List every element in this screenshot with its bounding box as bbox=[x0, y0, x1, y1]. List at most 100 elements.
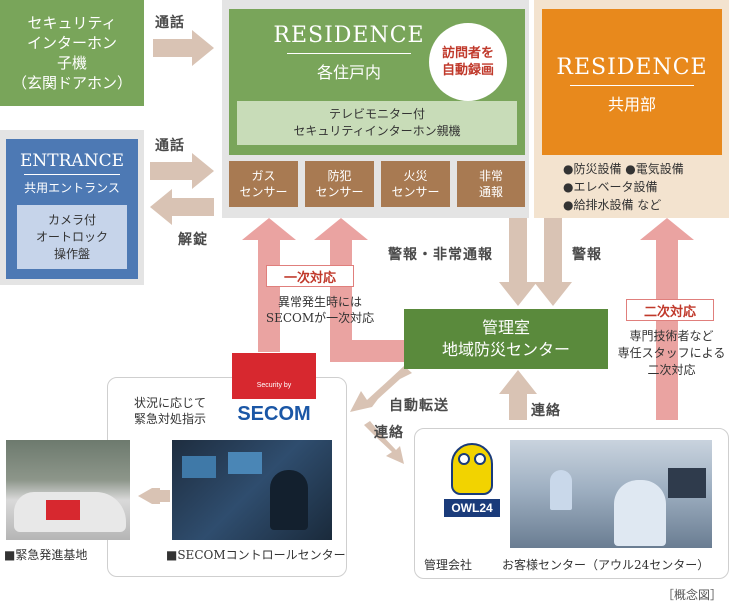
intercom-line-2: インターホン bbox=[26, 34, 117, 52]
base-caption: ■緊急発進基地 bbox=[4, 548, 88, 562]
equipment-item-1: ●防災設備 ●電気設備 bbox=[563, 162, 684, 176]
equipment-item-2: ●エレベータ設備 bbox=[563, 180, 658, 194]
sensor-gas-line-1: ガス bbox=[251, 169, 276, 183]
sensor-emergency-line-2: 通報 bbox=[478, 185, 503, 199]
control-center-photo bbox=[172, 440, 332, 540]
unlock-arrow bbox=[150, 189, 214, 225]
equipment-item-3: ●給排水設備 など bbox=[563, 198, 662, 212]
title-divider bbox=[287, 53, 411, 54]
entrance-subtitle: 共用エントランス bbox=[24, 181, 120, 195]
customer-center-photo bbox=[510, 440, 712, 548]
sensor-crime: 防犯 センサー bbox=[305, 161, 374, 207]
common-equipment-list: ●防災設備 ●電気設備 ●エレベータ設備 ●給排水設備 など bbox=[563, 160, 723, 214]
sensor-emergency: 非常 通報 bbox=[457, 161, 525, 207]
owl-logo: OWL24 bbox=[444, 443, 500, 523]
intercom-line-3: 子機 bbox=[56, 54, 87, 72]
badge-line-1: 訪問者を bbox=[441, 46, 494, 61]
concept-note: ［概念図］ bbox=[662, 588, 723, 602]
entrance-title-divider bbox=[24, 174, 120, 175]
residence-common-box: RESIDENCE 共用部 bbox=[542, 9, 722, 155]
sensor-fire: 火災 センサー bbox=[381, 161, 450, 207]
management-office-box: 管理室 地域防災センター bbox=[404, 309, 608, 369]
badge-line-2: 自動録画 bbox=[441, 63, 494, 78]
monitor-line-2: セキュリティインターホン親機 bbox=[293, 124, 461, 138]
owl-logo-text: OWL24 bbox=[444, 499, 500, 517]
monitor-box: テレビモニター付 セキュリティインターホン親機 bbox=[237, 101, 517, 145]
residence-unit-box: RESIDENCE 各住戸内 訪問者を 自動録画 テレビモニター付 セキュリティ… bbox=[229, 9, 525, 155]
sensor-fire-line-2: センサー bbox=[391, 185, 440, 199]
primary-response-desc: 異常発生時には SECOMが一次対応 bbox=[245, 294, 395, 326]
primary-response-tag: 一次対応 bbox=[266, 265, 354, 287]
monitor-line-1: テレビモニター付 bbox=[328, 107, 425, 121]
alarm-emergency-arrow bbox=[499, 218, 537, 306]
secom-logo-red: Security by bbox=[232, 353, 316, 399]
call-arrow-1 bbox=[153, 30, 214, 66]
owl-company-caption: 管理会社 bbox=[424, 558, 473, 572]
auto-record-badge: 訪問者を 自動録画 bbox=[429, 23, 507, 101]
owl-body bbox=[451, 443, 493, 495]
contact-label-1: 連絡 bbox=[374, 425, 404, 441]
control-caption: ■SECOMコントロールセンター bbox=[166, 548, 346, 562]
owl-center-caption: お客様センター（アウル24センター） bbox=[502, 558, 710, 572]
alarm-arrow bbox=[534, 218, 572, 306]
intercom-box: セキュリティ インターホン 子機 （玄関ドアホン） bbox=[0, 0, 144, 106]
car-red-hood bbox=[46, 500, 80, 520]
secondary-desc-line-2: 専任スタッフによる bbox=[617, 346, 726, 360]
sensor-emergency-line-1: 非常 bbox=[478, 169, 503, 183]
entrance-panel: カメラ付 オートロック 操作盤 bbox=[17, 205, 127, 269]
staff-figure-2 bbox=[614, 480, 666, 546]
auto-transfer-arrow bbox=[350, 366, 412, 412]
call-label-2: 通話 bbox=[155, 138, 185, 154]
alarm-label: 警報 bbox=[572, 247, 602, 263]
sensor-fire-line-1: 火災 bbox=[403, 169, 428, 183]
emergency-base-photo bbox=[6, 440, 130, 540]
primary-desc-line-2: SECOMが一次対応 bbox=[265, 311, 375, 325]
call-label-1: 通話 bbox=[155, 15, 185, 31]
secom-logo-text: SECOM bbox=[237, 402, 311, 425]
secondary-desc-line-1: 専門技術者など bbox=[629, 329, 714, 343]
contact-label-2: 連絡 bbox=[531, 403, 561, 419]
contact-arrow-secom-owl bbox=[364, 421, 404, 464]
secondary-response-tag-text: 二次対応 bbox=[643, 304, 696, 320]
alarm-emergency-label: 警報・非常通報 bbox=[388, 247, 493, 263]
secom-instruction: 状況に応じて 緊急対処指示 bbox=[115, 395, 225, 427]
intercom-line-1: セキュリティ bbox=[27, 14, 117, 32]
secondary-desc-line-3: 二次対応 bbox=[647, 363, 696, 377]
sensor-crime-line-2: センサー bbox=[315, 185, 364, 199]
residence-unit-subtitle: 各住戸内 bbox=[316, 63, 381, 82]
instruction-line-2: 緊急対処指示 bbox=[133, 412, 206, 426]
desk-monitor bbox=[668, 468, 706, 498]
secom-logo-small: Security by bbox=[256, 381, 292, 389]
management-line-2: 地域防災センター bbox=[441, 340, 570, 359]
operator-figure bbox=[270, 470, 308, 530]
secom-logo: Security by SECOM bbox=[232, 353, 316, 429]
panel-line-3: 操作盤 bbox=[53, 246, 90, 261]
entrance-box: ENTRANCE 共用エントランス カメラ付 オートロック 操作盤 bbox=[6, 139, 138, 279]
contact-arrow-owl-mgmt bbox=[499, 370, 537, 420]
instruction-line-1: 状況に応じて bbox=[133, 396, 206, 410]
management-line-1: 管理室 bbox=[481, 318, 530, 337]
secondary-response-tag: 二次対応 bbox=[626, 299, 714, 321]
owl-eye-left bbox=[458, 453, 470, 465]
staff-figure-1 bbox=[550, 470, 572, 510]
residence-unit-title: RESIDENCE bbox=[273, 23, 425, 48]
owl-eye-right bbox=[474, 453, 486, 465]
sensor-gas-line-2: センサー bbox=[239, 185, 288, 199]
primary-response-tag-text: 一次対応 bbox=[283, 270, 336, 286]
intercom-line-4: （玄関ドアホン） bbox=[11, 74, 132, 92]
unlock-label: 解錠 bbox=[178, 232, 208, 248]
sensor-gas: ガス センサー bbox=[229, 161, 298, 207]
primary-response-arrow-2 bbox=[314, 218, 406, 362]
auto-transfer-label: 自動転送 bbox=[389, 398, 449, 414]
sensor-crime-line-1: 防犯 bbox=[327, 169, 352, 183]
panel-line-1: カメラ付 bbox=[47, 212, 96, 227]
call-arrow-2 bbox=[150, 153, 214, 189]
common-title-divider bbox=[570, 85, 694, 86]
residence-common-subtitle: 共用部 bbox=[607, 95, 656, 114]
entrance-title: ENTRANCE bbox=[20, 151, 124, 171]
residence-common-title: RESIDENCE bbox=[556, 55, 708, 80]
panel-line-2: オートロック bbox=[35, 229, 108, 244]
monitor-glow-2 bbox=[228, 452, 262, 474]
monitor-glow-1 bbox=[182, 456, 216, 478]
secondary-response-desc: 専門技術者など 専任スタッフによる 二次対応 bbox=[614, 328, 729, 379]
